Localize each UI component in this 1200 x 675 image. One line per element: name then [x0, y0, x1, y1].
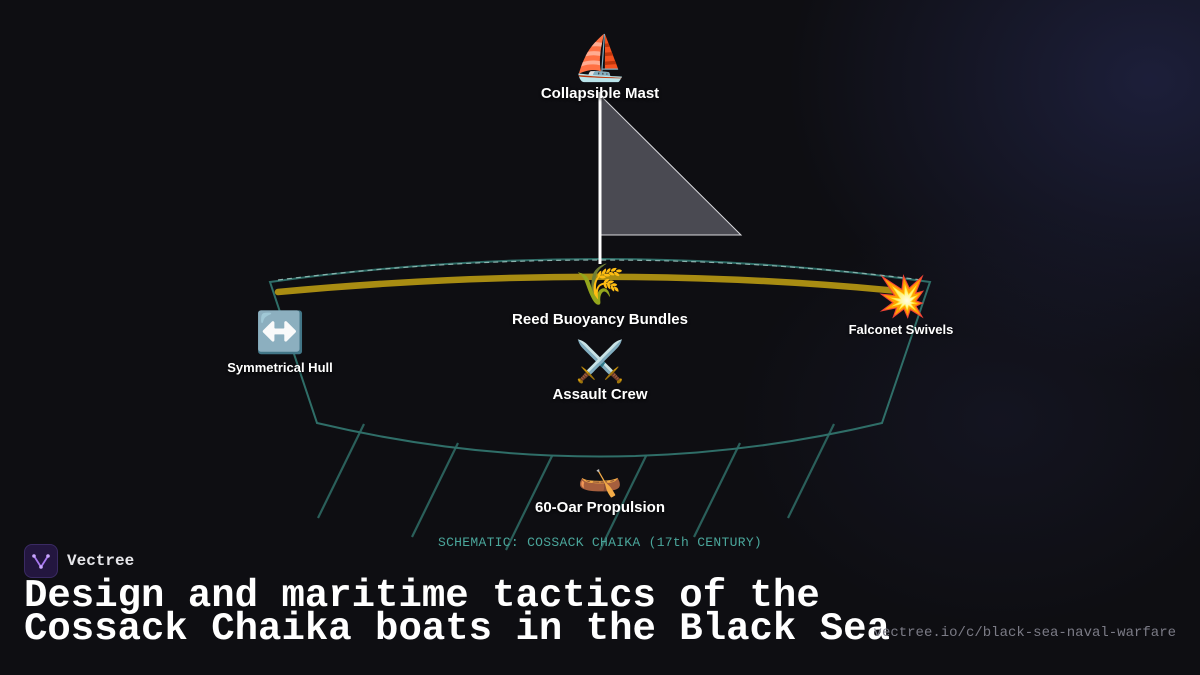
crew-label: Assault Crew [552, 386, 648, 403]
title-line-2: Cossack Chaika boats in the Black Sea [24, 607, 890, 651]
hull-label: Symmetrical Hull [227, 360, 333, 375]
source-url[interactable]: vectree.io/c/black-sea-naval-warfare [873, 625, 1176, 641]
brand[interactable]: Vectree [24, 544, 134, 578]
title-line-1: Design and maritime tactics of the [24, 574, 820, 618]
collision-icon: 💥 [877, 274, 927, 320]
brand-name: Vectree [67, 552, 135, 570]
vectree-logo-icon [24, 544, 58, 578]
oars [317, 423, 835, 551]
oar [505, 455, 553, 551]
sailboat-icon: ⛵ [572, 33, 628, 84]
oars-label: 60-Oar Propulsion [534, 499, 666, 516]
crossed-swords-icon: ⚔️ [575, 339, 625, 385]
oar [693, 442, 741, 538]
oar [411, 442, 459, 538]
reed-label: Reed Buoyancy Bundles [512, 311, 688, 328]
schematic-caption: SCHEMATIC: COSSACK CHAIKA (17th CENTURY) [437, 535, 763, 550]
hull-outline [268, 258, 932, 458]
sail [600, 94, 743, 236]
sheaf-of-rice-icon: 🌾 [575, 262, 625, 308]
oar [317, 423, 365, 519]
oar [787, 423, 835, 519]
canoe-icon: 🛶 [577, 458, 623, 499]
reed-bundle-band [274, 273, 902, 296]
mast-label: Collapsible Mast [540, 85, 660, 102]
oar [599, 455, 647, 551]
page-title: Design and maritime tactics of the Cossa… [24, 574, 890, 651]
left-right-arrow-icon: ↔️ [255, 310, 305, 356]
falconet-label: Falconet Swivels [848, 322, 954, 337]
gunwale-dashed-line [277, 259, 923, 281]
